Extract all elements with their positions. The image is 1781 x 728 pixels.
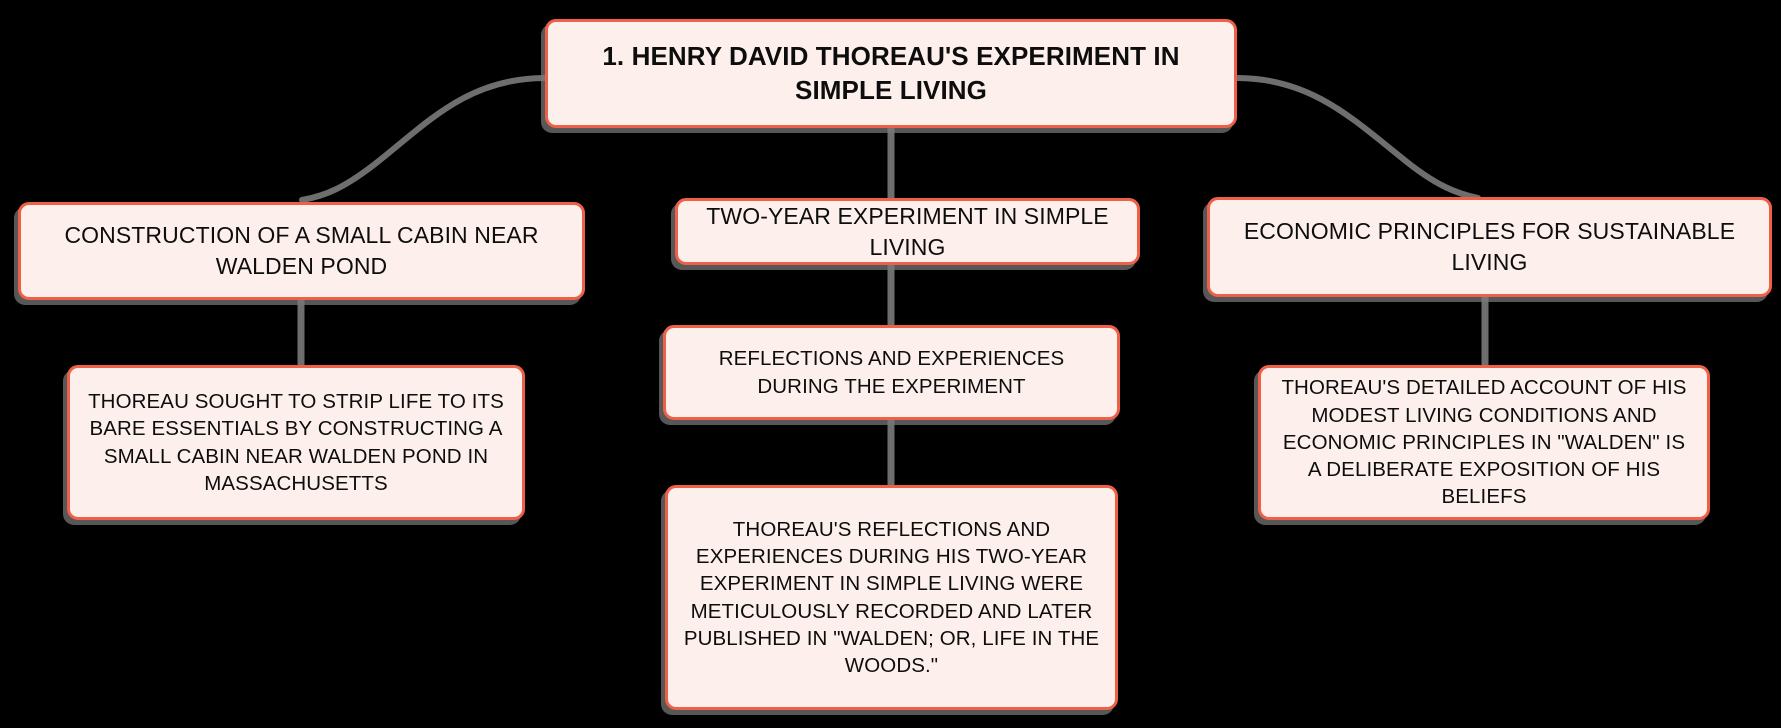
node-leaf-left[interactable]: THOREAU SOUGHT TO STRIP LIFE TO ITS BARE…	[67, 365, 525, 520]
node-sub-middle[interactable]: REFLECTIONS AND EXPERIENCES DURING THE E…	[663, 325, 1120, 420]
node-leaf-middle-label: THOREAU'S REFLECTIONS AND EXPERIENCES DU…	[683, 517, 1100, 677]
node-leaf-left-label: THOREAU SOUGHT TO STRIP LIFE TO ITS BARE…	[88, 390, 504, 495]
node-branch-right-label: ECONOMIC PRINCIPLES FOR SUSTAINABLE LIVI…	[1243, 218, 1736, 275]
node-leaf-middle[interactable]: THOREAU'S REFLECTIONS AND EXPERIENCES DU…	[665, 485, 1118, 710]
node-branch-left-label: CONSTRUCTION OF A SMALL CABIN NEAR WALDE…	[64, 222, 539, 279]
node-branch-middle[interactable]: TWO-YEAR EXPERIMENT IN SIMPLE LIVING	[675, 198, 1140, 265]
edge-root-to-branch-right	[1234, 75, 1481, 201]
node-sub-middle-label: REFLECTIONS AND EXPERIENCES DURING THE E…	[718, 347, 1065, 398]
node-root[interactable]: 1. HENRY DAVID THOREAU'S EXPERIMENT IN S…	[545, 19, 1237, 128]
edge-root-to-branch-left	[299, 75, 548, 203]
node-branch-middle-label: TWO-YEAR EXPERIMENT IN SIMPLE LIVING	[706, 202, 1109, 260]
node-root-label: 1. HENRY DAVID THOREAU'S EXPERIMENT IN S…	[602, 41, 1180, 105]
node-branch-right[interactable]: ECONOMIC PRINCIPLES FOR SUSTAINABLE LIVI…	[1207, 197, 1772, 297]
node-leaf-right-label: THOREAU'S DETAILED ACCOUNT OF HIS MODEST…	[1281, 376, 1687, 509]
node-leaf-right[interactable]: THOREAU'S DETAILED ACCOUNT OF HIS MODEST…	[1258, 365, 1710, 520]
node-branch-left[interactable]: CONSTRUCTION OF A SMALL CABIN NEAR WALDE…	[18, 202, 585, 300]
